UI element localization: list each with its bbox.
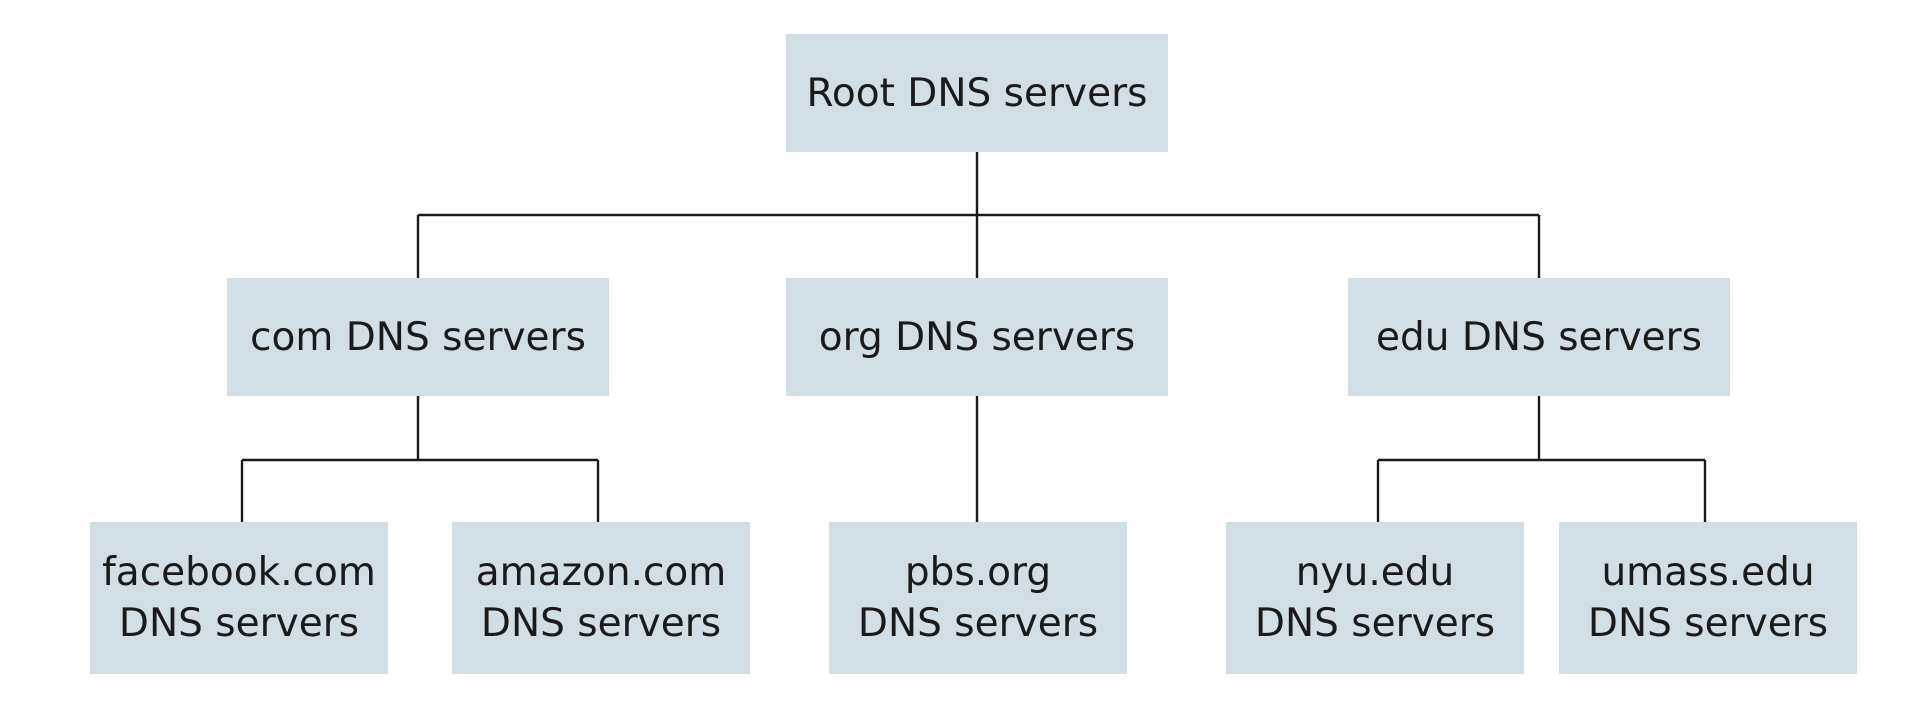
facebook-domain-label: facebook.com xyxy=(102,550,376,595)
amazon-domain-label: amazon.com xyxy=(475,550,727,595)
nyu-domain-label: nyu.edu xyxy=(1295,550,1455,595)
org-dns-servers-label: org DNS servers xyxy=(818,314,1136,360)
com-dns-servers-node: com DNS servers xyxy=(227,278,609,396)
edu-dns-servers-label: edu DNS servers xyxy=(1376,314,1702,360)
facebook-dns-servers-label: DNS servers xyxy=(118,601,360,646)
umass-domain-label: umass.edu xyxy=(1601,550,1815,595)
facebook-dns-servers-node: facebook.com DNS servers xyxy=(90,522,388,674)
nyu-dns-servers-node: nyu.edu DNS servers xyxy=(1226,522,1524,674)
org-dns-servers-node: org DNS servers xyxy=(786,278,1168,396)
com-dns-servers-label: com DNS servers xyxy=(250,314,586,360)
pbs-domain-label: pbs.org xyxy=(904,550,1052,595)
pbs-dns-servers-node: pbs.org DNS servers xyxy=(829,522,1127,674)
root-dns-servers-node: Root DNS servers xyxy=(786,34,1168,152)
pbs-dns-servers-label: DNS servers xyxy=(857,601,1099,646)
umass-dns-servers-node: umass.edu DNS servers xyxy=(1559,522,1857,674)
umass-dns-servers-label: DNS servers xyxy=(1587,601,1829,646)
amazon-dns-servers-label: DNS servers xyxy=(480,601,722,646)
edu-dns-servers-node: edu DNS servers xyxy=(1348,278,1730,396)
root-dns-servers-label: Root DNS servers xyxy=(806,70,1148,116)
nyu-dns-servers-label: DNS servers xyxy=(1254,601,1496,646)
amazon-dns-servers-node: amazon.com DNS servers xyxy=(452,522,750,674)
